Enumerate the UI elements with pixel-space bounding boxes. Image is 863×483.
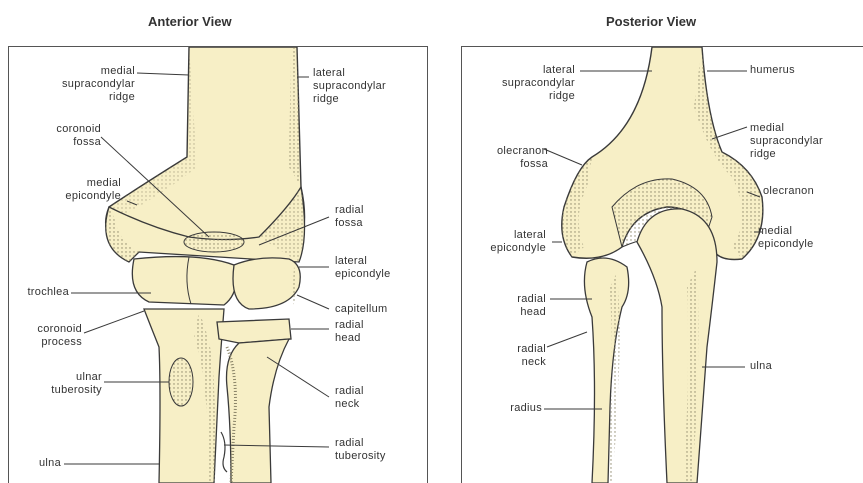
label-lateral-supracondylar-ridge: lateral supracondylar ridge	[313, 67, 386, 106]
label-coronoid-fossa: coronoid fossa	[56, 123, 101, 149]
label-radial-head: radial head	[335, 319, 364, 345]
posterior-panel: lateral supracondylar ridge humerus olec…	[461, 46, 863, 483]
label-capitellum: capitellum	[335, 303, 388, 316]
anterior-view-title: Anterior View	[148, 14, 232, 29]
ulnar-tuberosity-mark	[169, 358, 193, 406]
label-lateral-epicondyle: lateral epicondyle	[335, 255, 391, 281]
radius-bone	[227, 339, 290, 483]
label-radial-neck-posterior: radial neck	[517, 343, 546, 369]
label-radial-fossa: radial fossa	[335, 204, 364, 230]
posterior-elbow-illustration	[462, 47, 863, 483]
coronoid-fossa	[184, 232, 244, 252]
label-trochlea: trochlea	[27, 286, 69, 299]
label-lateral-supracondylar-ridge-posterior: lateral supracondylar ridge	[502, 64, 575, 103]
label-radial-tuberosity: radial tuberosity	[335, 437, 386, 463]
label-coronoid-process: coronoid process	[37, 323, 82, 349]
label-olecranon-fossa: olecranon fossa	[497, 145, 548, 171]
radius-bone	[584, 258, 628, 483]
label-ulnar-tuberosity: ulnar tuberosity	[51, 371, 102, 397]
label-medial-supracondylar-ridge-posterior: medial supracondylar ridge	[750, 122, 823, 161]
label-lateral-epicondyle-posterior: lateral epicondyle	[490, 229, 546, 255]
capitellum	[233, 258, 300, 309]
label-radial-neck: radial neck	[335, 385, 364, 411]
label-medial-epicondyle-posterior: medial epicondyle	[758, 225, 814, 251]
label-humerus: humerus	[750, 64, 795, 77]
label-medial-supracondylar-ridge: medial supracondylar ridge	[62, 65, 135, 104]
label-ulna-posterior: ulna	[750, 360, 772, 373]
label-olecranon: olecranon	[763, 185, 814, 198]
label-radial-head-posterior: radial head	[517, 293, 546, 319]
label-medial-epicondyle: medial epicondyle	[65, 177, 121, 203]
label-radius: radius	[510, 402, 542, 415]
anterior-panel: medial supracondylar ridge lateral supra…	[8, 46, 428, 483]
trochlea	[132, 257, 236, 305]
posterior-view-title: Posterior View	[606, 14, 696, 29]
olecranon-shape	[637, 209, 717, 483]
label-ulna: ulna	[39, 457, 61, 470]
